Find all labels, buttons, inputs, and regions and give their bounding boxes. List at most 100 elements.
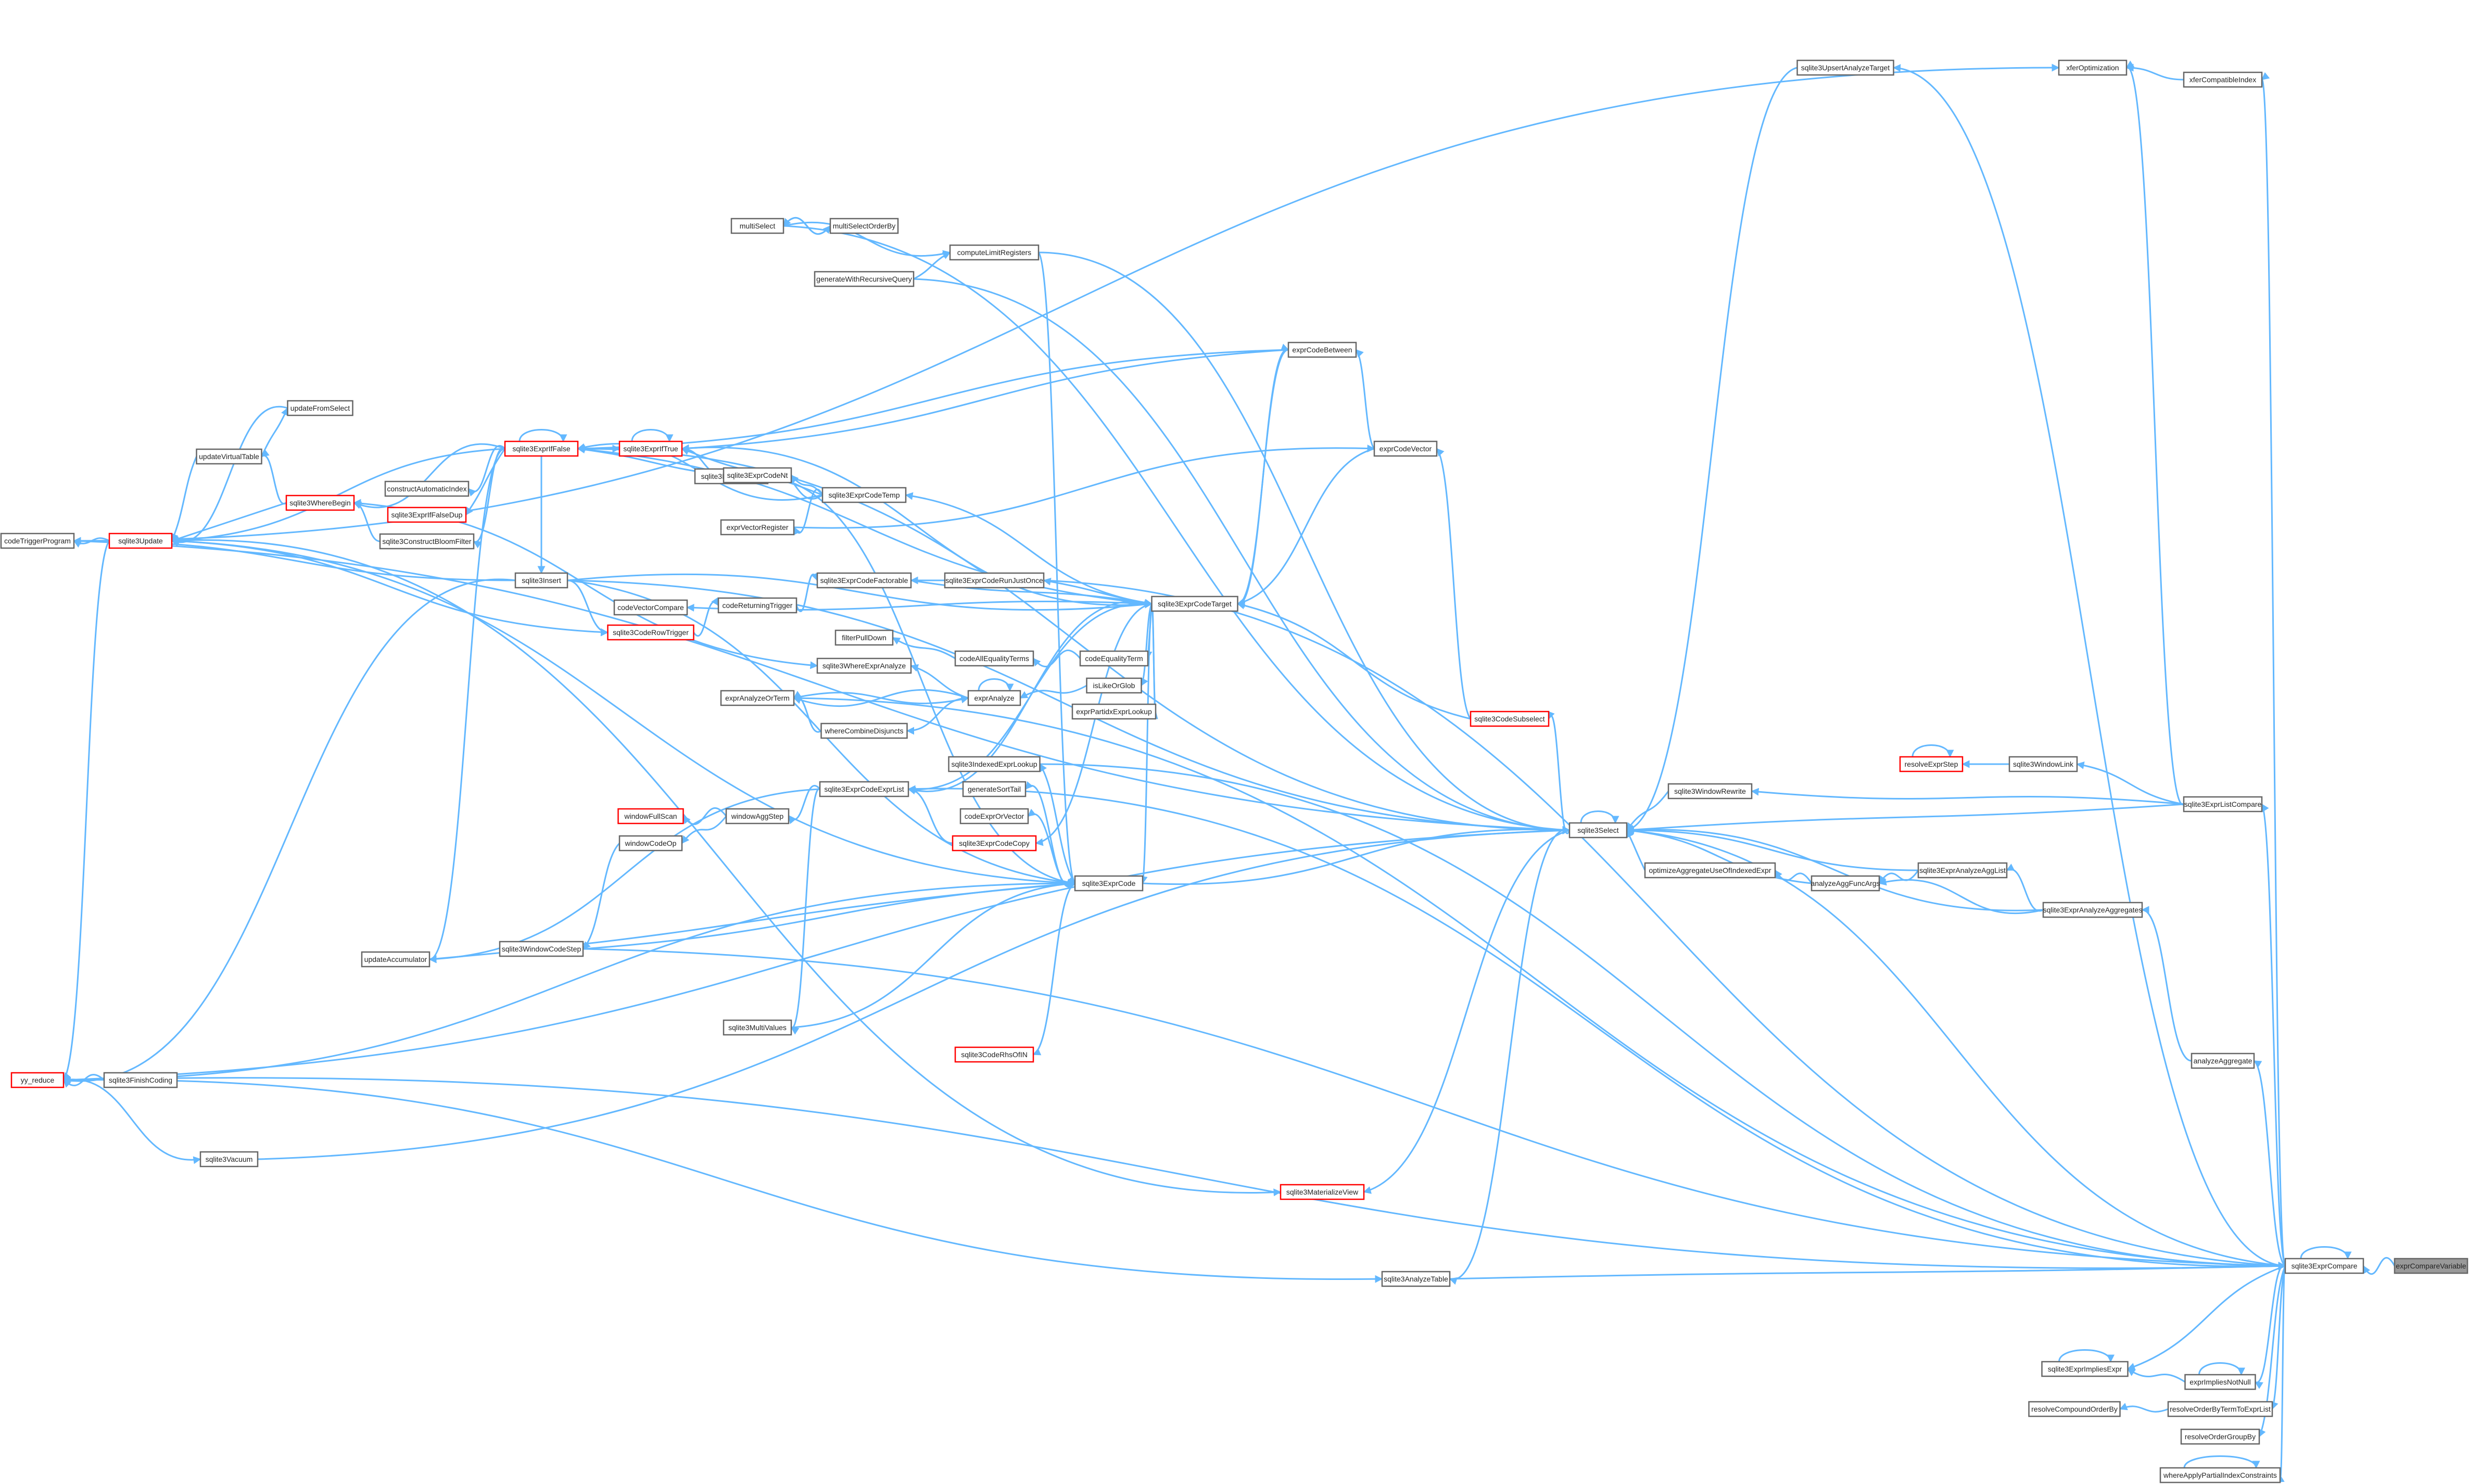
node-sqlite3-expr-code[interactable]: sqlite3ExprCode [1074, 875, 1144, 892]
node-update-from-select[interactable]: updateFromSelect [287, 400, 353, 416]
node-construct-automatic-index[interactable]: constructAutomaticIndex [384, 480, 470, 497]
node-resolve-expr-step[interactable]: resolveExprStep [1899, 756, 1964, 772]
call-edge [2119, 1403, 2169, 1413]
node-update-virtual-table[interactable]: updateVirtualTable [196, 448, 262, 465]
node-label: codeTriggerProgram [4, 537, 71, 545]
node-sqlite3-expr-code-expr-list[interactable]: sqlite3ExprCodeExprList [819, 781, 909, 797]
node-multi-select[interactable]: multiSelect [730, 218, 784, 234]
node-sqlite3-finish-coding[interactable]: sqlite3FinishCoding [103, 1072, 178, 1088]
node-optimize-aggregate-use-of-indexed-expr[interactable]: optimizeAggregateUseOfIndexedExpr [1644, 862, 1776, 879]
node-sqlite3-analyze-table[interactable]: sqlite3AnalyzeTable [1381, 1271, 1451, 1287]
node-sqlite3-expr-code-temp[interactable]: sqlite3ExprCodeTemp [821, 487, 907, 503]
node-expr-vector-register[interactable]: exprVectorRegister [720, 519, 795, 536]
node-sqlite3-expr-analyze-agg-list[interactable]: sqlite3ExprAnalyzeAggList [1917, 862, 2008, 879]
call-edge [2198, 1362, 2245, 1376]
node-code-expr-or-vector[interactable]: codeExprOrVector [959, 808, 1029, 825]
call-edge [782, 217, 831, 235]
call-edge [1037, 251, 1076, 884]
node-expr-code-vector[interactable]: exprCodeVector [1373, 440, 1438, 457]
node-sqlite3-indexed-expr-lookup[interactable]: sqlite3IndexedExprLookup [948, 756, 1041, 772]
call-edge [1626, 827, 1812, 884]
node-label: multiSelect [740, 222, 776, 230]
node-sqlite3-window-code-step[interactable]: sqlite3WindowCodeStep [499, 941, 584, 957]
node-sqlite3-code-rhs-of-i-n[interactable]: sqlite3CodeRhsOfIN [954, 1046, 1034, 1063]
node-window-full-scan[interactable]: windowFullScan [617, 808, 684, 825]
node-sqlite3-expr-if-false[interactable]: sqlite3ExprIfFalse [504, 440, 579, 457]
node-resolve-order-by-term-to-expr-list[interactable]: resolveOrderByTermToExprList [2167, 1401, 2273, 1417]
node-sqlite3-expr-list-compare[interactable]: sqlite3ExprListCompare [2183, 796, 2263, 813]
node-where-combine-disjuncts[interactable]: whereCombineDisjuncts [820, 722, 908, 739]
node-label: sqlite3ExprAnalyzeAggregates [2043, 906, 2143, 914]
node-sqlite3-select[interactable]: sqlite3Select [1568, 822, 1628, 839]
node-sqlite3-window-link[interactable]: sqlite3WindowLink [2008, 756, 2078, 772]
node-sqlite3-where-expr-analyze[interactable]: sqlite3WhereExprAnalyze [816, 657, 912, 674]
node-generate-sort-tail[interactable]: generateSortTail [962, 781, 1027, 797]
node-xfer-compatible-index[interactable]: xferCompatibleIndex [2183, 71, 2263, 88]
node-sqlite3-where-begin[interactable]: sqlite3WhereBegin [285, 494, 355, 511]
node-sqlite3-construct-bloom-filter[interactable]: sqlite3ConstructBloomFilter [379, 533, 475, 550]
node-sqlite3-expr-if-false-dup[interactable]: sqlite3ExprIfFalseDup [387, 506, 467, 523]
node-sqlite3-code-subselect[interactable]: sqlite3CodeSubselect [1470, 711, 1550, 727]
node-where-apply-partial-index-constraints[interactable]: whereApplyPartialIndexConstraints [2159, 1467, 2281, 1483]
node-label: multiSelectOrderBy [833, 222, 896, 230]
node-sqlite3-expr-compare[interactable]: sqlite3ExprCompare [2284, 1258, 2364, 1274]
node-sqlite3-window-rewrite[interactable]: sqlite3WindowRewrite [1667, 783, 1753, 800]
call-edge [1626, 803, 2184, 834]
node-sqlite3-code-row-trigger[interactable]: sqlite3CodeRowTrigger [607, 624, 694, 641]
node-expr-implies-not-null[interactable]: exprImpliesNotNull [2184, 1374, 2256, 1390]
node-filter-pull-down[interactable]: filterPullDown [834, 629, 894, 646]
call-edge [2362, 1257, 2396, 1275]
node-sqlite3-expr-code-get-column-of-table[interactable]: sqlite3ExprCodeNt [723, 467, 792, 484]
node-code-all-equality-terms[interactable]: codeAllEqualityTerms [954, 650, 1034, 667]
node-sqlite3-expr-code-copy[interactable]: sqlite3ExprCodeCopy [952, 835, 1037, 852]
node-window-code-op[interactable]: windowCodeOp [618, 835, 683, 852]
node-label: windowFullScan [624, 812, 677, 820]
node-label: sqlite3AnalyzeTable [1384, 1275, 1448, 1283]
node-box [607, 624, 694, 641]
node-code-vector-compare[interactable]: codeVectorCompare [613, 599, 688, 616]
node-sqlite3-insert[interactable]: sqlite3Insert [514, 572, 568, 589]
node-sqlite3-upsert-analyze-target[interactable]: sqlite3UpsertAnalyzeTarget [1796, 59, 1894, 76]
node-analyze-aggregate[interactable]: analyzeAggregate [2191, 1052, 2255, 1069]
call-edge [171, 540, 1076, 887]
call-edge [567, 579, 1571, 834]
node-xfer-optimization[interactable]: xferOptimization [2058, 59, 2128, 76]
node-multi-select-order-by[interactable]: multiSelectOrderBy [829, 218, 899, 234]
node-label: sqlite3WhereExprAnalyze [822, 662, 906, 670]
node-generate-with-recursive-query[interactable]: generateWithRecursiveQuery [814, 271, 915, 287]
node-yy_reduce[interactable]: yy_reduce [10, 1072, 65, 1088]
node-code-returning-trigger[interactable]: codeReturningTrigger [717, 597, 798, 614]
node-compute-limit-registers[interactable]: computeLimitRegisters [949, 244, 1040, 261]
node-code-trigger-program[interactable]: codeTriggerProgram [0, 532, 75, 549]
node-expr-code-between[interactable]: exprCodeBetween [1287, 341, 1357, 358]
node-box [199, 1151, 259, 1168]
call-edge [261, 407, 288, 457]
node-sqlite3-vacuum[interactable]: sqlite3Vacuum [199, 1151, 259, 1168]
node-sqlite3-expr-implies-expr[interactable]: sqlite3ExprImpliesExpr [2041, 1361, 2129, 1377]
node-box [617, 808, 684, 825]
node-analyze-agg-func-args[interactable]: analyzeAggFuncArgs [1811, 875, 1880, 892]
node-sqlite3-expr-code-run-just-once[interactable]: sqlite3ExprCodeRunJustOnce [944, 572, 1045, 589]
node-expr-partidx-expr-lookup[interactable]: exprPartidxExprLookup [1071, 703, 1157, 720]
node-expr-analyze-or-term[interactable]: exprAnalyzeOrTerm [720, 690, 795, 706]
node-sqlite3-expr-if-true[interactable]: sqlite3ExprIfTrue [618, 440, 683, 457]
node-box [814, 271, 915, 287]
node-sqlite3-materialize-view[interactable]: sqlite3MaterializeView [1280, 1184, 1365, 1200]
node-expr-compare-variable[interactable]: exprCompareVariable [2394, 1258, 2469, 1274]
node-update-accumulator[interactable]: updateAccumulator [361, 951, 431, 968]
node-label: generateWithRecursiveQuery [816, 275, 912, 283]
node-is-like-or-glob[interactable]: isLikeOrGlob [1086, 677, 1142, 694]
node-sqlite3-expr-code-factorable[interactable]: sqlite3ExprCodeFactorable [816, 572, 912, 589]
node-resolve-order-group-by[interactable]: resolveOrderGroupBy [2180, 1428, 2260, 1445]
node-label: analyzeAggFuncArgs [1811, 879, 1880, 887]
node-sqlite3-expr-code-target[interactable]: sqlite3ExprCodeTarget [1151, 595, 1238, 612]
node-sqlite3-expr-analyze-aggregates[interactable]: sqlite3ExprAnalyzeAggregates [2042, 902, 2143, 918]
node-label: updateAccumulator [364, 955, 427, 963]
node-expr-analyze[interactable]: exprAnalyze [967, 690, 1021, 706]
node-sqlite3-multi-values[interactable]: sqlite3MultiValues [723, 1019, 792, 1036]
node-sqlite3-update[interactable]: sqlite3Update [108, 532, 173, 549]
node-code-equality-term[interactable]: codeEqualityTerm [1079, 650, 1149, 667]
node-resolve-compound-order-by[interactable]: resolveCompoundOrderBy [2028, 1401, 2121, 1417]
call-edge [1626, 826, 1919, 871]
node-window-agg-step[interactable]: windowAggStep [725, 808, 790, 825]
